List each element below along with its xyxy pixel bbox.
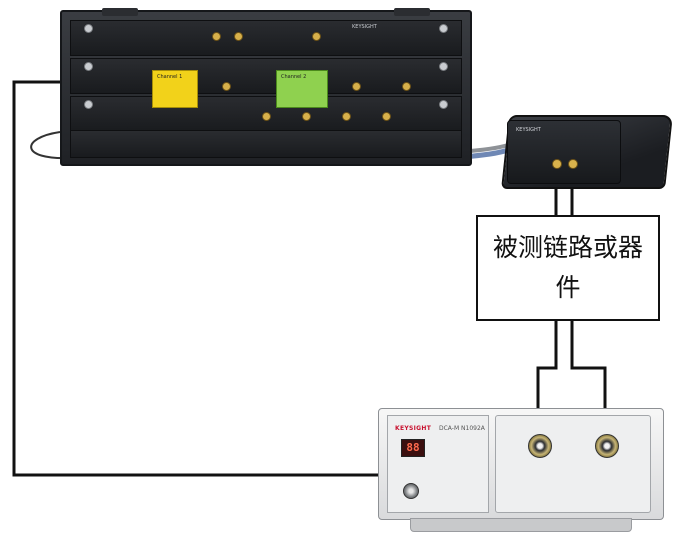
screw-icon (439, 100, 448, 109)
dca-brand: KEYSIGHT (395, 425, 432, 432)
sma-connector-icon (234, 32, 243, 41)
module-slot (70, 130, 462, 158)
screw-icon (84, 100, 93, 109)
sma-connector-icon (402, 82, 411, 91)
dut-output-cable-1 (536, 321, 558, 437)
chassis-brand: KEYSIGHT (352, 24, 377, 30)
dca-left-panel (387, 415, 489, 513)
chassis-rail (102, 8, 138, 16)
remote-head-front: KEYSIGHT (507, 120, 621, 184)
dca-display: 88 (401, 439, 425, 457)
dca-right-panel (495, 415, 651, 513)
dut-output-cable-2 (570, 321, 607, 437)
screw-icon (439, 24, 448, 33)
awg-chassis: KEYSIGHT Channel 1 Channel 2 (60, 8, 472, 166)
sma-connector-icon (212, 32, 221, 41)
sma-connector-icon (382, 112, 391, 121)
dca-model: DCA-M N1092A (439, 425, 485, 432)
channel-1-label: Channel 1 (157, 74, 183, 80)
screw-icon (439, 62, 448, 71)
module-slot (70, 20, 462, 56)
sma-connector-icon (222, 82, 231, 91)
dca-m-instrument: KEYSIGHT DCA-M N1092A 88 (378, 408, 664, 520)
sma-connector-icon (262, 112, 271, 121)
dut-box: 被测链路或器件 (476, 215, 660, 321)
power-cord (30, 131, 71, 160)
sma-connector-icon (312, 32, 321, 41)
channel-2-label: Channel 2 (281, 74, 307, 80)
module-slot (70, 58, 462, 94)
dca-base (410, 518, 632, 532)
sma-connector-icon (352, 82, 361, 91)
sma-connector-icon (342, 112, 351, 121)
optical-input-connector-icon (595, 434, 619, 458)
sma-connector-icon (302, 112, 311, 121)
chassis-rail (394, 8, 430, 16)
trigger-input-connector-icon (403, 483, 419, 499)
sma-connector-icon (552, 159, 562, 169)
remote-head-brand: KEYSIGHT (516, 127, 541, 133)
sma-connector-icon (568, 159, 578, 169)
optical-input-connector-icon (528, 434, 552, 458)
screw-icon (84, 24, 93, 33)
screw-icon (84, 62, 93, 71)
dut-label: 被测链路或器件 (493, 233, 644, 302)
channel-1-panel: Channel 1 (152, 70, 198, 108)
channel-2-panel: Channel 2 (276, 70, 328, 108)
